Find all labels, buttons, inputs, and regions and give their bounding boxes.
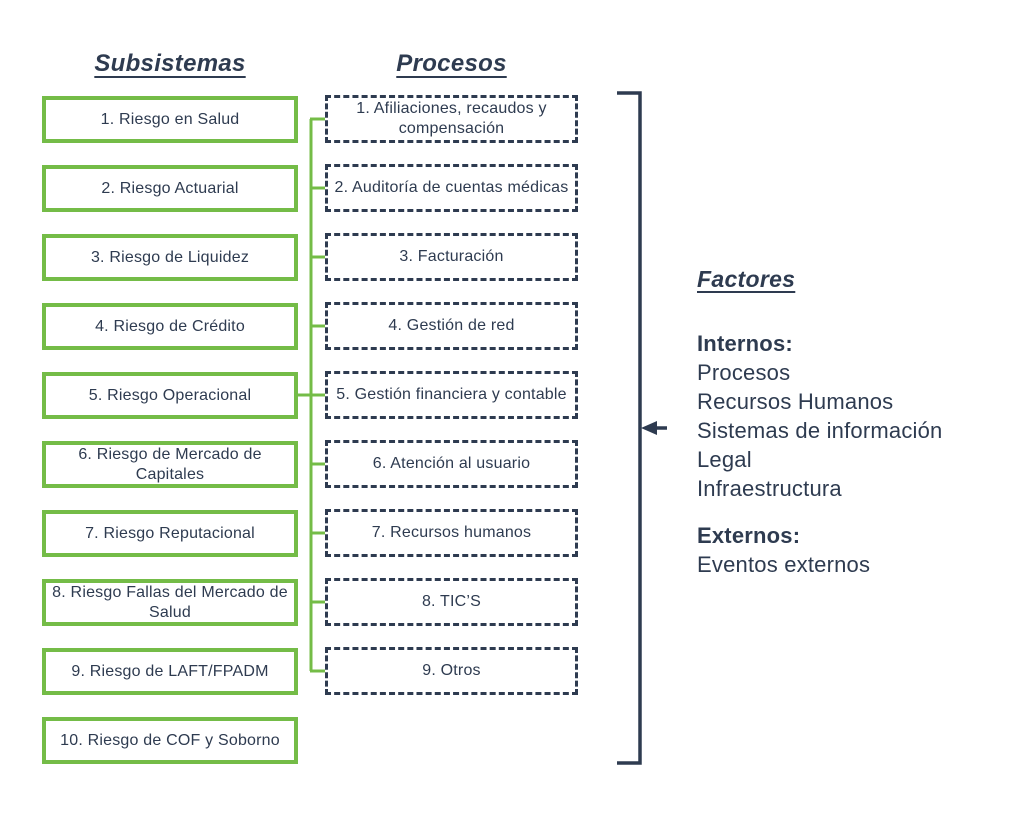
factores-externos-label: Externos: xyxy=(697,523,801,548)
factor-interno-procesos: Procesos xyxy=(697,360,791,385)
subsistema-box-8: 8. Riesgo Fallas del Mercado de Salud xyxy=(42,579,298,626)
factor-interno-rrhh: Recursos Humanos xyxy=(697,389,894,414)
subsistema-box-3: 3. Riesgo de Liquidez xyxy=(42,234,298,281)
proceso-box-1: 1. Afiliaciones, recaudos y compensación xyxy=(325,95,578,143)
factores-title: Factores xyxy=(697,266,796,292)
subsistemas-title: Subsistemas xyxy=(94,50,246,77)
subsistema-box-10: 10. Riesgo de COF y Soborno xyxy=(42,717,298,764)
proceso-box-7: 7. Recursos humanos xyxy=(325,509,578,557)
factores-spacer xyxy=(697,503,1017,521)
factor-externo-eventos: Eventos externos xyxy=(697,552,871,577)
subsistema-box-6: 6. Riesgo de Mercado de Capitales xyxy=(42,441,298,488)
procesos-column: 1. Afiliaciones, recaudos y compensación… xyxy=(325,95,578,695)
proceso-box-5: 5. Gestión financiera y contable xyxy=(325,371,578,419)
subsistemas-column: 1. Riesgo en Salud 2. Riesgo Actuarial 3… xyxy=(42,96,298,764)
factor-interno-legal: Legal xyxy=(697,447,752,472)
factor-interno-infraestructura: Infraestructura xyxy=(697,476,842,501)
grouping-bracket xyxy=(617,91,642,765)
subsistema-box-9: 9. Riesgo de LAFT/FPADM xyxy=(42,648,298,695)
subsistema-box-2: 2. Riesgo Actuarial xyxy=(42,165,298,212)
proceso-box-6: 6. Atención al usuario xyxy=(325,440,578,488)
proceso-box-9: 9. Otros xyxy=(325,647,578,695)
subsistema-box-1: 1. Riesgo en Salud xyxy=(42,96,298,143)
proceso-box-8: 8. TIC’S xyxy=(325,578,578,626)
subsistema-box-5: 5. Riesgo Operacional xyxy=(42,372,298,419)
subsistema-box-7: 7. Riesgo Reputacional xyxy=(42,510,298,557)
subsistema-box-4: 4. Riesgo de Crédito xyxy=(42,303,298,350)
bracket-pointer-arrowhead xyxy=(641,421,657,435)
factores-internos-label: Internos: xyxy=(697,331,793,356)
proceso-box-4: 4. Gestión de red xyxy=(325,302,578,350)
proceso-box-2: 2. Auditoría de cuentas médicas xyxy=(325,164,578,212)
procesos-title: Procesos xyxy=(396,50,507,77)
factores-panel: Factores Internos: Procesos Recursos Hum… xyxy=(697,266,1017,579)
factor-interno-sistemas: Sistemas de información xyxy=(697,418,943,443)
proceso-box-3: 3. Facturación xyxy=(325,233,578,281)
